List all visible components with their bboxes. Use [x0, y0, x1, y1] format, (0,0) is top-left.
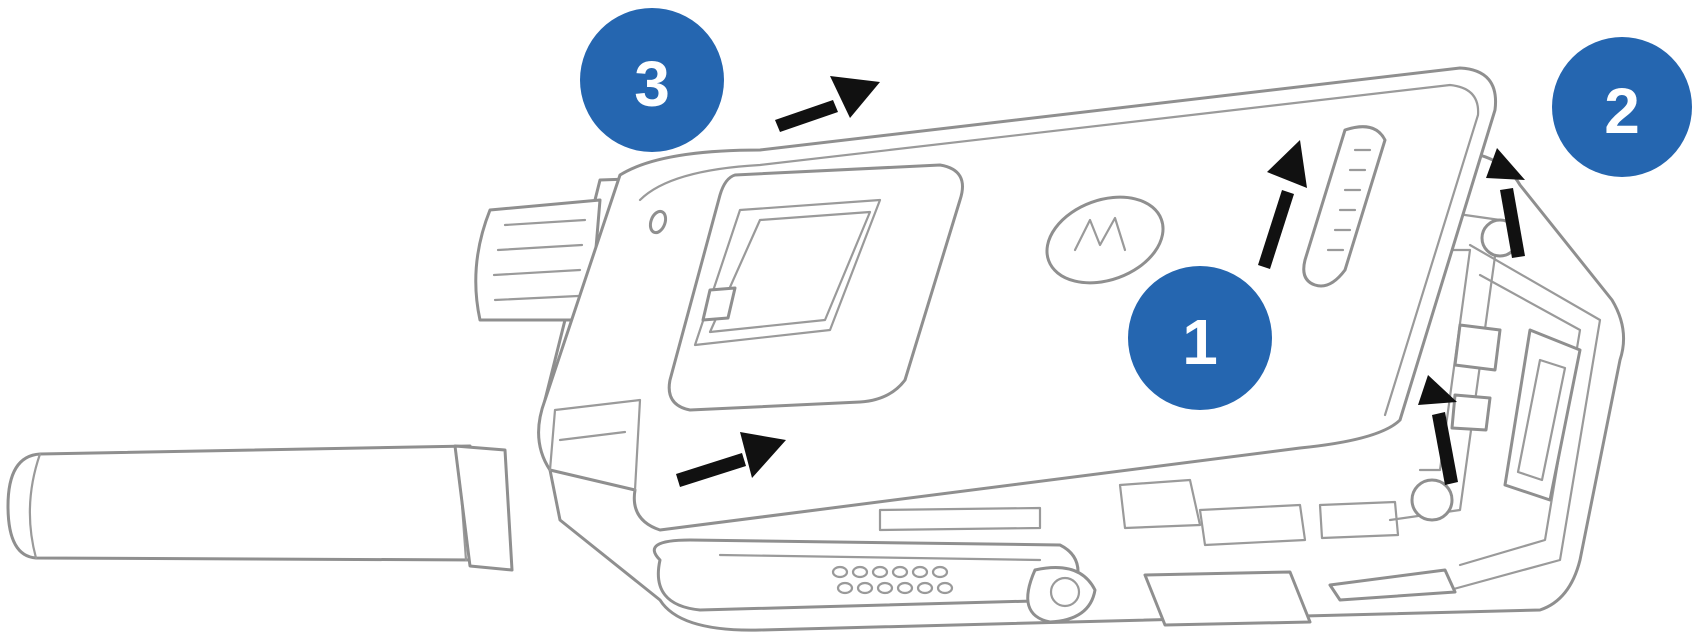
- antenna: [6, 444, 514, 572]
- step-number-2: 2: [1604, 75, 1640, 147]
- arrow-slide-bottom: [676, 432, 786, 487]
- arrow-lift-cover: [1258, 140, 1307, 269]
- volume-knob: [474, 198, 602, 322]
- step-badge-1: 1: [1128, 266, 1272, 410]
- arrows: [676, 76, 1525, 487]
- battery-cover: [537, 66, 1498, 532]
- arrow-slide-top: [775, 76, 880, 132]
- step-badge-2: 2: [1552, 37, 1692, 177]
- step-badge-3: 3: [580, 8, 724, 152]
- arrow-lift-top-latch: [1486, 148, 1525, 258]
- arrow-lift-bottom-latch: [1418, 375, 1458, 485]
- step-number-3: 3: [634, 48, 670, 120]
- step-number-1: 1: [1182, 306, 1218, 378]
